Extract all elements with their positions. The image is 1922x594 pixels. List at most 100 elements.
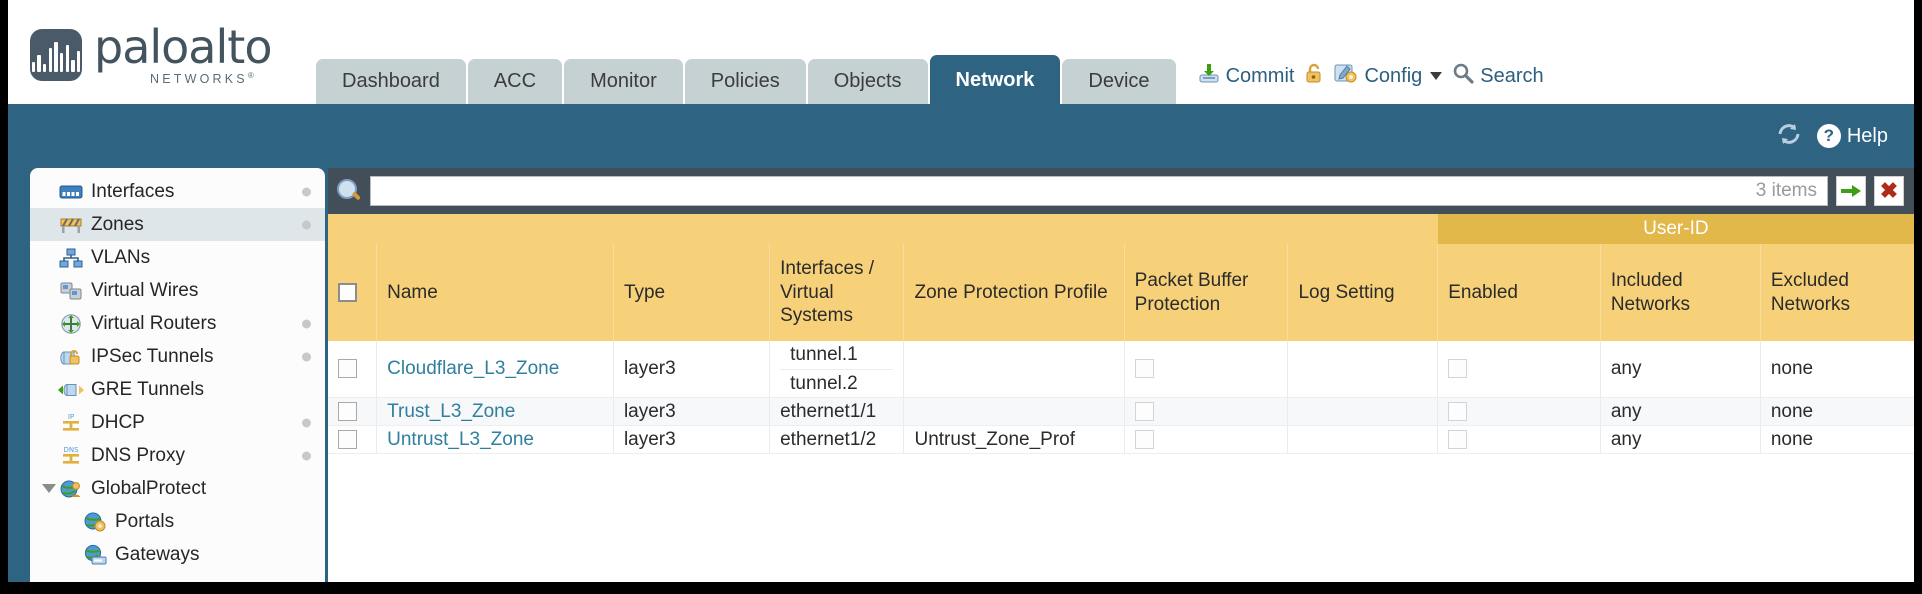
table-row[interactable]: Cloudflare_L3_Zone layer3 tunnel.1 tunne… [328,341,1914,398]
commit-button[interactable]: Commit [1198,62,1295,90]
cell-packet-buffer-protection[interactable] [1124,425,1289,454]
item-count-label: 3 items [1755,180,1817,201]
padlock-icon [1304,62,1324,90]
tab-policies[interactable]: Policies [684,59,806,104]
select-all-header[interactable] [328,244,378,341]
table-row[interactable]: Trust_L3_Zone layer3 ethernet1/1 any non… [328,397,1914,426]
sidebar-item-dns-proxy[interactable]: DNS DNS Proxy [30,439,325,472]
cell-name[interactable]: Trust_L3_Zone [376,397,614,426]
sidebar-item-globalprotect[interactable]: GlobalProtect [30,472,325,505]
apply-filter-button[interactable] [1836,176,1866,206]
column-header-enabled[interactable]: Enabled [1437,244,1601,341]
cell-excluded-networks: none [1760,397,1914,426]
tab-monitor[interactable]: Monitor [564,59,683,104]
lock-button[interactable] [1304,62,1324,90]
column-header-interfaces[interactable]: Interfaces / Virtual Systems [769,244,905,341]
zones-table: User-ID Name Type Interfaces / Virtual S… [328,214,1914,454]
refresh-icon[interactable] [1775,122,1803,151]
cell-included-networks: any [1600,425,1761,454]
cell-name[interactable]: Untrust_L3_Zone [376,425,614,454]
cell-userid-enabled[interactable] [1437,397,1601,426]
sidebar-item-portals[interactable]: Portals [30,505,325,538]
sidebar-nav: Interfaces Zones VLANs [30,168,325,582]
config-wrench-icon [1334,62,1358,90]
column-header-excluded-networks[interactable]: Excluded Networks [1760,244,1914,341]
sidebar-item-label: Virtual Routers [91,312,217,334]
config-label: Config [1364,64,1423,87]
sidebar-item-dhcp[interactable]: IP DHCP [30,406,325,439]
sidebar-item-gre-tunnels[interactable]: GRE Tunnels [30,373,325,406]
help-button[interactable]: ? Help [1816,124,1888,148]
group-header-spacer [328,214,1438,244]
filter-bar: 3 items ✖ [328,168,1914,214]
column-header-log-setting[interactable]: Log Setting [1287,244,1439,341]
filter-search-icon[interactable] [336,178,362,204]
sidebar-item-gateways[interactable]: Gateways [30,538,325,571]
column-header-zone-protection-profile[interactable]: Zone Protection Profile [903,244,1125,341]
table-row[interactable]: Untrust_L3_Zone layer3 ethernet1/2 Untru… [328,425,1914,454]
packet-buffer-protection-checkbox[interactable] [1134,429,1154,449]
userid-enabled-checkbox[interactable] [1448,429,1468,449]
virtual-wires-icon [58,281,84,301]
column-header-packet-buffer-protection[interactable]: Packet Buffer Protection [1124,244,1289,341]
sidebar-item-indicator [302,352,311,361]
row-checkbox[interactable] [338,359,357,379]
row-select-cell[interactable] [328,425,378,454]
cell-zone-protection-profile [903,397,1125,426]
cell-userid-enabled[interactable] [1437,425,1601,454]
chevron-down-icon[interactable] [1430,72,1443,80]
sidebar-item-ipsec-tunnels[interactable]: IPSec Tunnels [30,340,325,373]
sidebar-item-virtual-routers[interactable]: Virtual Routers [30,307,325,340]
commit-label: Commit [1225,64,1295,87]
dhcp-icon: IP [58,412,84,434]
column-header-type[interactable]: Type [613,244,771,341]
select-all-checkbox[interactable] [338,283,357,303]
sidebar-item-interfaces[interactable]: Interfaces [30,175,325,208]
globalprotect-icon [58,478,84,500]
sidebar-item-label: Gateways [115,543,200,565]
paloalto-logo-icon [30,29,82,82]
sidebar-item-indicator [302,220,311,229]
sidebar-item-label: Zones [91,213,144,235]
row-checkbox[interactable] [338,401,357,421]
cell-type: layer3 [613,341,771,398]
sidebar-item-zones[interactable]: Zones [30,208,325,241]
config-menu[interactable]: Config [1334,62,1443,90]
cell-name[interactable]: Cloudflare_L3_Zone [376,341,614,398]
help-label: Help [1846,124,1888,147]
search-input[interactable]: 3 items [370,176,1828,206]
zones-table-container: User-ID Name Type Interfaces / Virtual S… [328,214,1914,582]
zone-name-link[interactable]: Cloudflare_L3_Zone [387,358,560,379]
packet-buffer-protection-checkbox[interactable] [1134,359,1154,379]
zone-name-link[interactable]: Untrust_L3_Zone [387,428,534,450]
sub-toolbar: ? Help [8,104,1914,168]
search-magnifier-icon [1452,62,1474,90]
row-checkbox[interactable] [338,429,357,449]
column-header-included-networks[interactable]: Included Networks [1600,244,1761,341]
top-bar: paloalto NETWORKS® Dashboard ACC Monitor… [8,0,1914,104]
row-select-cell[interactable] [328,397,378,426]
clear-filter-button[interactable]: ✖ [1874,176,1904,206]
sidebar-item-vlans[interactable]: VLANs [30,241,325,274]
cell-packet-buffer-protection[interactable] [1124,341,1289,398]
packet-buffer-protection-checkbox[interactable] [1134,401,1154,421]
expand-collapse-toggle[interactable] [40,484,58,493]
tab-device[interactable]: Device [1062,59,1176,104]
brand-logo: paloalto NETWORKS® [8,24,308,104]
tab-dashboard[interactable]: Dashboard [316,59,466,104]
userid-enabled-checkbox[interactable] [1448,359,1468,379]
tab-acc[interactable]: ACC [467,59,563,104]
cell-userid-enabled[interactable] [1437,341,1601,398]
tab-network[interactable]: Network [929,55,1061,104]
cell-included-networks: any [1600,397,1761,426]
cell-packet-buffer-protection[interactable] [1124,397,1289,426]
tab-objects[interactable]: Objects [807,59,928,104]
zone-name-link[interactable]: Trust_L3_Zone [387,400,516,422]
column-header-name[interactable]: Name [376,244,614,341]
row-select-cell[interactable] [328,341,378,398]
search-button[interactable]: Search [1452,62,1544,90]
sidebar-item-virtual-wires[interactable]: Virtual Wires [30,274,325,307]
portals-icon [82,511,108,533]
userid-enabled-checkbox[interactable] [1448,401,1468,421]
sidebar-item-label: IPSec Tunnels [91,345,214,367]
